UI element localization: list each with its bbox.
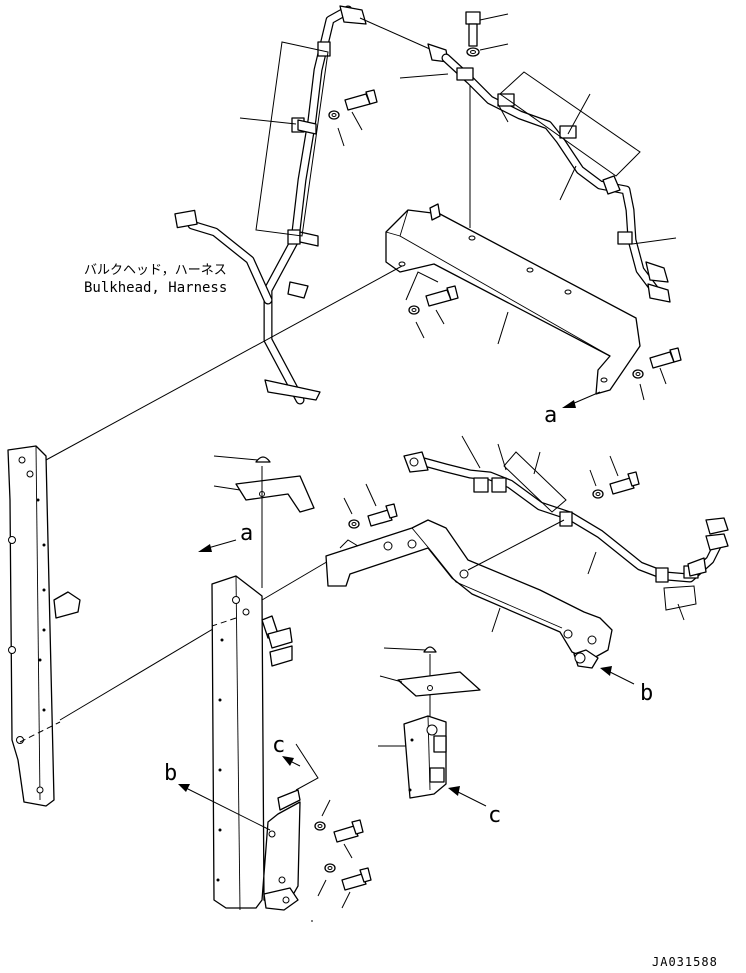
left-mounting-plate [7, 445, 81, 807]
ref-label-c-right: c [488, 803, 501, 828]
bolt-top [465, 11, 509, 57]
washer-bolt-arm [343, 483, 398, 529]
washer-bolt-upper-left [328, 89, 378, 147]
group-frame-right [499, 71, 641, 177]
upper-right-harness [359, 17, 671, 303]
top-cap-plate [235, 456, 315, 513]
ref-b-left-arrow [178, 784, 271, 831]
ref-label-a-upper: a [544, 403, 557, 428]
upper-left-harness [174, 5, 367, 405]
small-bracket-assembly [379, 646, 481, 799]
drawing-code: JA031588 [652, 955, 718, 969]
center-vertical-plate [211, 575, 301, 911]
ref-label-b-left: b [164, 761, 177, 786]
upper-bracket [385, 203, 641, 395]
lower-right-harness [403, 451, 729, 583]
group-frame [255, 41, 329, 237]
lower-arm-bracket [325, 519, 613, 669]
ref-a-upper-arrow [562, 391, 601, 408]
washer-bolt-right-harness [589, 455, 640, 499]
washer-bolt-mid-right [632, 347, 682, 401]
ref-c-left-arrow [282, 756, 301, 767]
ref-label-c-left: c [272, 733, 285, 758]
washer-bolt-lower-1 [314, 799, 364, 859]
clip-icon [317, 41, 331, 57]
group-frame-lower-right [503, 451, 567, 513]
washer-bolt-mid-left [408, 285, 459, 339]
harness-label-jp: バルクヘッド，ハーネス [84, 263, 227, 278]
washer-bolt-lower-2 [317, 863, 372, 909]
ref-a-lower-arrow [198, 539, 237, 552]
ref-label-b-right: b [640, 681, 653, 706]
harness-label-en: Bulkhead, Harness [84, 280, 227, 296]
ref-c-right-arrow [448, 786, 487, 807]
ref-b-right-arrow [600, 666, 635, 685]
ref-label-a-lower: a [240, 521, 253, 546]
